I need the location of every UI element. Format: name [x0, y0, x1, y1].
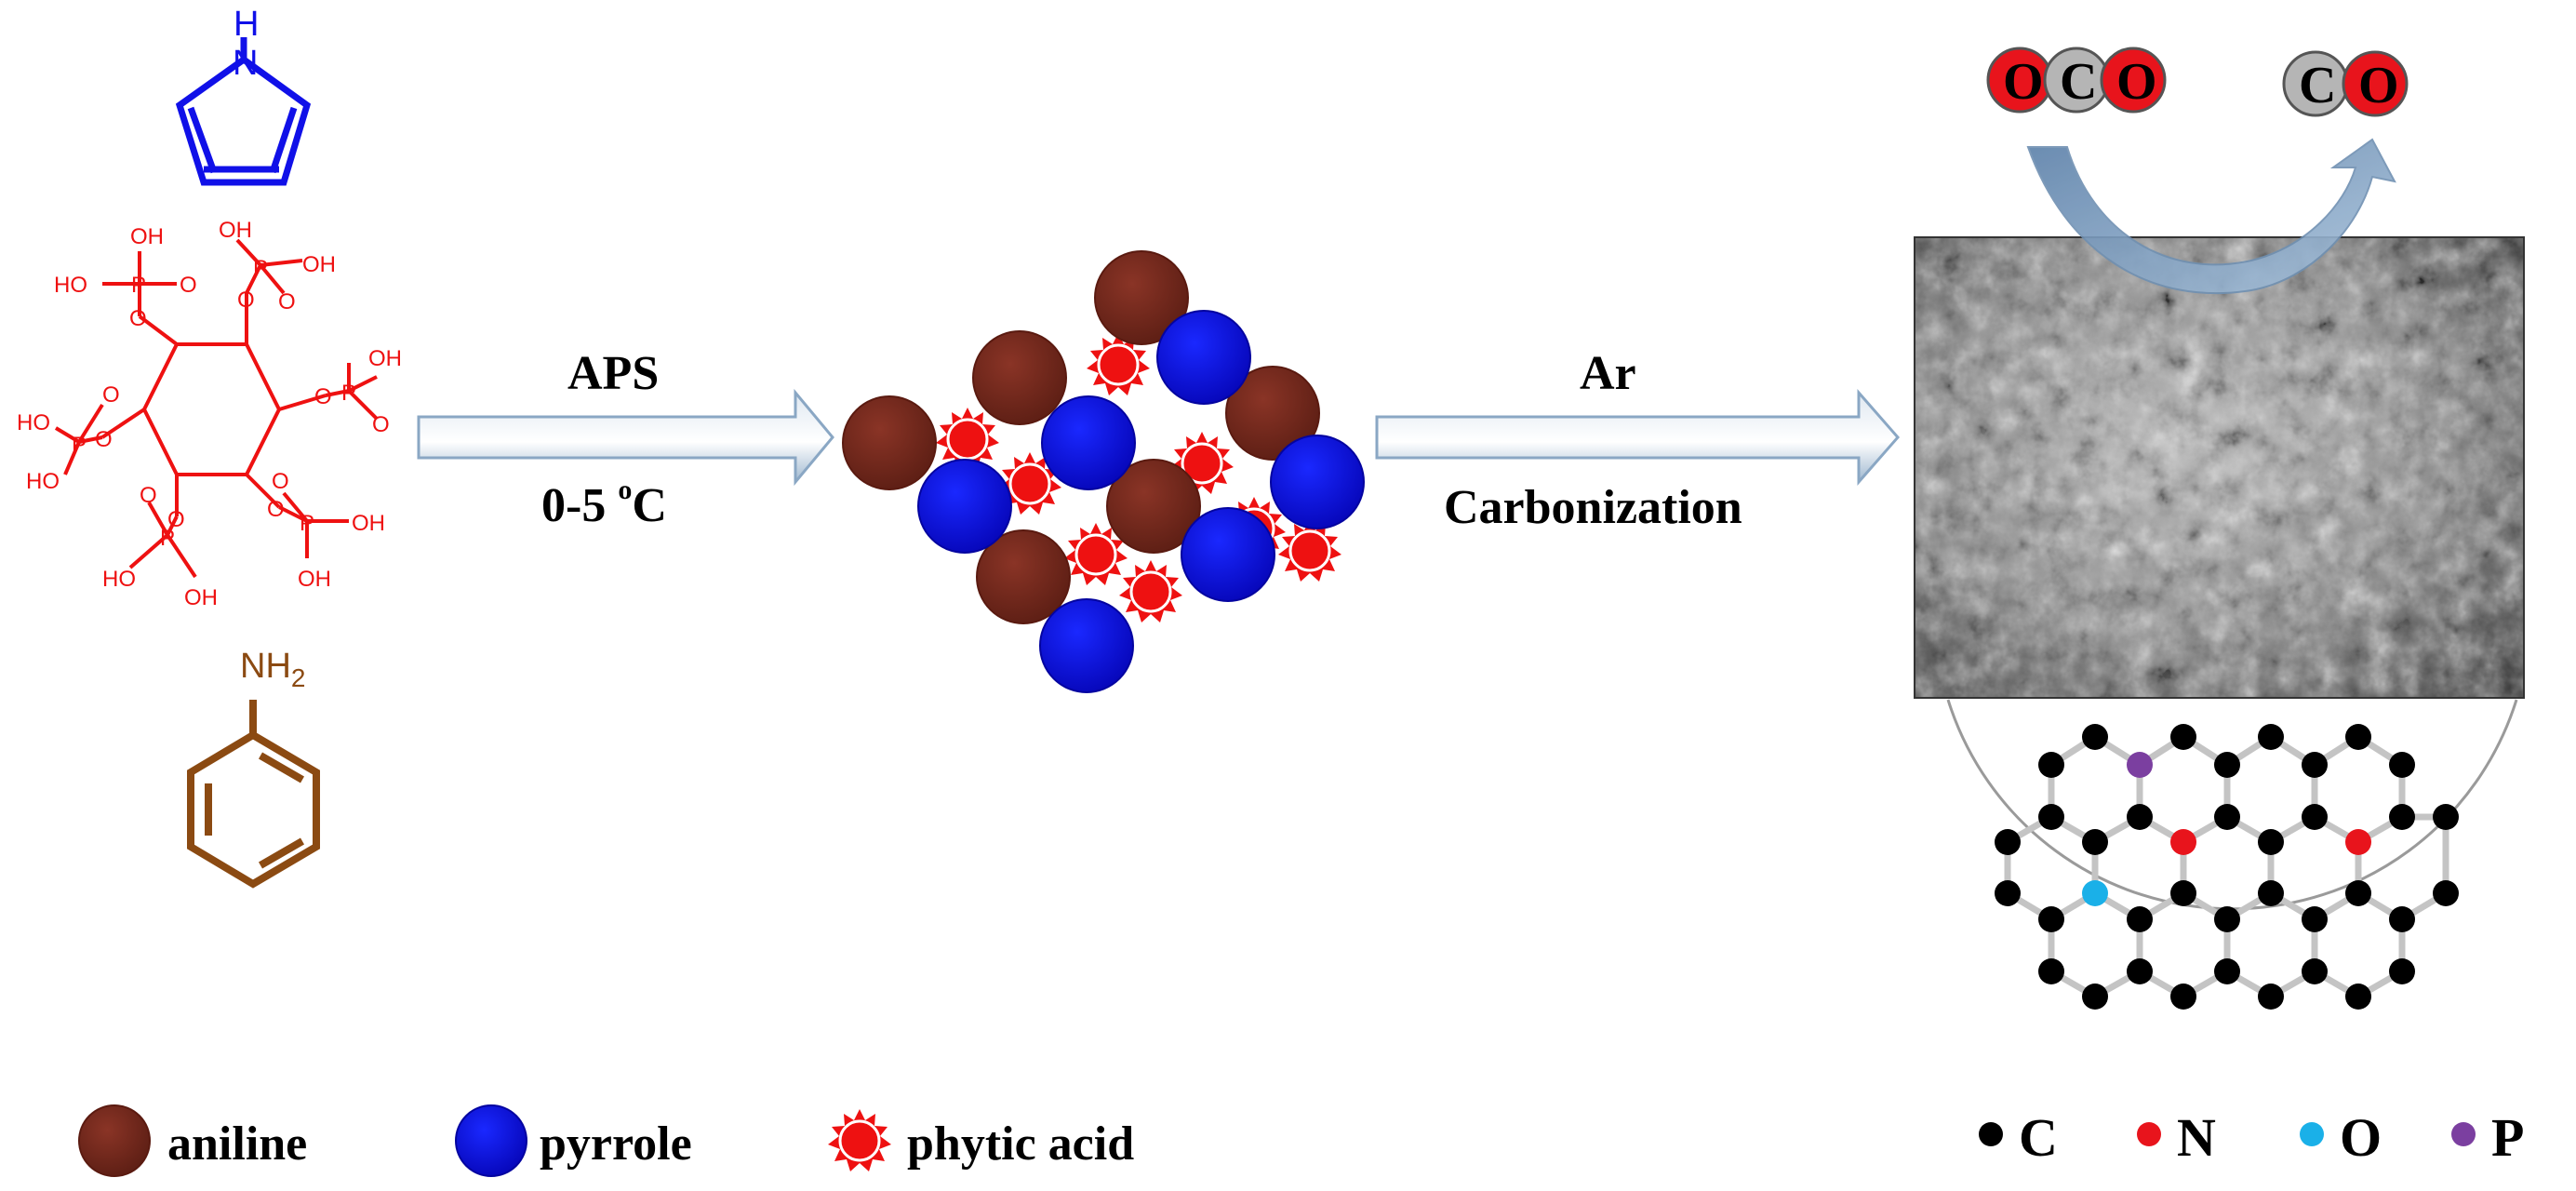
svg-text:OH: OH [298, 567, 331, 592]
pyrrole-h-label: H [234, 5, 259, 44]
pyrrole-structure [175, 37, 312, 186]
doped-carbon-lattice [1946, 699, 2518, 1010]
atmosphere-label: Ar [1580, 347, 1636, 400]
svg-text:C: C [2299, 57, 2336, 114]
reaction-arrow-2 [1375, 389, 1900, 486]
sem-image [1914, 236, 2525, 699]
svg-text:O: O [2358, 57, 2399, 114]
svg-text:P: P [300, 511, 314, 536]
svg-text:OH: OH [219, 218, 252, 243]
svg-text:OH: OH [352, 511, 385, 536]
legend-phytic-acid: phytic acid [826, 1107, 1134, 1173]
svg-text:O: O [267, 497, 285, 522]
svg-text:O: O [129, 306, 147, 331]
copolymer-cluster [842, 250, 1365, 693]
svg-text:OH: OH [184, 585, 218, 610]
svg-text:OH: OH [130, 224, 164, 249]
atom-legend-label-n: N [2177, 1107, 2216, 1168]
co-molecule: C O [2282, 50, 2409, 117]
legend-aniline: aniline [78, 1104, 307, 1177]
atom-legend-dot-o [2300, 1122, 2324, 1146]
aniline-nh-label: NH2 [240, 647, 305, 692]
atom-legend-dot-n [2137, 1122, 2161, 1146]
co2-conversion-arrow [2026, 138, 2396, 295]
svg-text:P: P [72, 433, 87, 458]
atom-legend-dot-p [2451, 1122, 2476, 1146]
atom-legend-label-c: C [2019, 1107, 2058, 1168]
svg-text:HO: HO [54, 273, 87, 298]
aniline-structure [187, 700, 320, 889]
svg-text:O: O [102, 382, 120, 408]
svg-text:P: P [253, 256, 268, 281]
svg-text:P: P [160, 526, 175, 551]
svg-text:OH: OH [302, 252, 336, 277]
atom-legend-dot-c [1979, 1122, 2003, 1146]
atom-legend-label-o: O [2340, 1107, 2382, 1168]
phytic-acid-structure: OH HO P O O OH OH P O O OH P O O O HO P … [17, 218, 402, 610]
svg-text:O: O [140, 483, 157, 508]
svg-text:O: O [180, 273, 197, 298]
svg-text:HO: HO [17, 410, 50, 435]
atom-legend-label-p: P [2491, 1107, 2524, 1168]
svg-text:O: O [278, 289, 296, 314]
temperature-label: 0-5 oC [541, 475, 667, 532]
svg-text:P: P [131, 273, 146, 298]
svg-text:O: O [95, 427, 113, 452]
svg-text:P: P [341, 381, 356, 406]
aniline-spheres [842, 250, 1320, 624]
svg-text:HO: HO [102, 567, 136, 592]
reagent-label: APS [567, 347, 659, 400]
co2-molecule: O C O [1986, 47, 2167, 114]
pyrrole-spheres [917, 310, 1365, 693]
svg-text:OH: OH [368, 346, 402, 371]
legend-pyrrole: pyrrole [455, 1104, 692, 1177]
svg-text:O: O [314, 384, 332, 409]
svg-text:O: O [167, 507, 185, 532]
svg-text:O: O [372, 412, 390, 437]
svg-text:phytic acid: phytic acid [907, 1117, 1134, 1171]
reaction-arrow-1 [417, 388, 834, 487]
svg-text:O: O [2116, 53, 2157, 111]
svg-text:O: O [237, 288, 255, 313]
process-label: Carbonization [1444, 481, 1742, 534]
svg-text:aniline: aniline [167, 1117, 307, 1171]
svg-text:pyrrole: pyrrole [540, 1117, 692, 1171]
svg-text:HO: HO [26, 469, 60, 494]
pyrrole-n-label: N [233, 44, 258, 83]
svg-text:C: C [2060, 53, 2097, 111]
svg-text:O: O [272, 469, 289, 494]
svg-text:O: O [2003, 53, 2044, 111]
